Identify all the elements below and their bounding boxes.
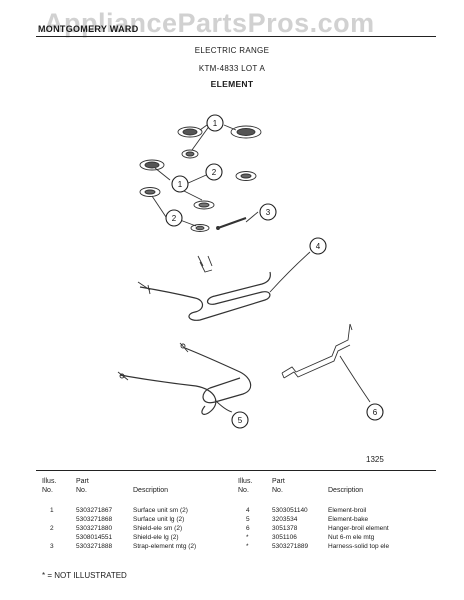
callout-label: 2	[172, 214, 177, 223]
callout-label: 6	[373, 408, 378, 417]
surface-unit-lg-upper	[230, 125, 262, 181]
callout-label: 5	[238, 416, 243, 425]
page-code: 1325	[366, 455, 384, 464]
callout-label: 2	[212, 168, 217, 177]
callout-2-upper	[205, 163, 223, 181]
callout-1-lower	[171, 175, 189, 193]
col-header-description-right: Description	[328, 487, 364, 494]
callout-label: 4	[316, 242, 321, 251]
title-section: ELEMENT	[210, 79, 254, 89]
callout-label: 1	[178, 180, 183, 189]
watermark-text: AppliancePartsPros.com	[44, 8, 375, 38]
callout-3	[259, 203, 277, 221]
callout-label: 3	[266, 208, 271, 217]
title-product: ELECTRIC RANGE	[194, 46, 270, 55]
brand-header: MONTGOMERY WARD	[38, 24, 139, 34]
surface-unit-sm-upper	[177, 126, 203, 159]
callout-1-upper	[206, 114, 224, 132]
col-header-description: Description	[133, 487, 169, 494]
title-model: KTM-4833 LOT A	[198, 64, 266, 73]
header-divider	[36, 36, 436, 37]
callout-2-lower	[165, 209, 183, 227]
callout-5	[231, 411, 249, 429]
footnote-not-illustrated: * = NOT ILLUSTRATED	[42, 571, 127, 580]
col-header-illus: Illus.No.	[42, 478, 57, 494]
broil-element	[137, 251, 311, 321]
hanger-broil-element	[281, 323, 371, 403]
table-divider	[36, 470, 436, 471]
bake-element	[117, 342, 252, 415]
surface-unit-sm-lower	[139, 159, 165, 197]
callout-4	[309, 237, 327, 255]
callout-6	[366, 403, 384, 421]
callout-label: 1	[213, 119, 218, 128]
col-header-illus-right: Illus.No.	[238, 478, 253, 494]
